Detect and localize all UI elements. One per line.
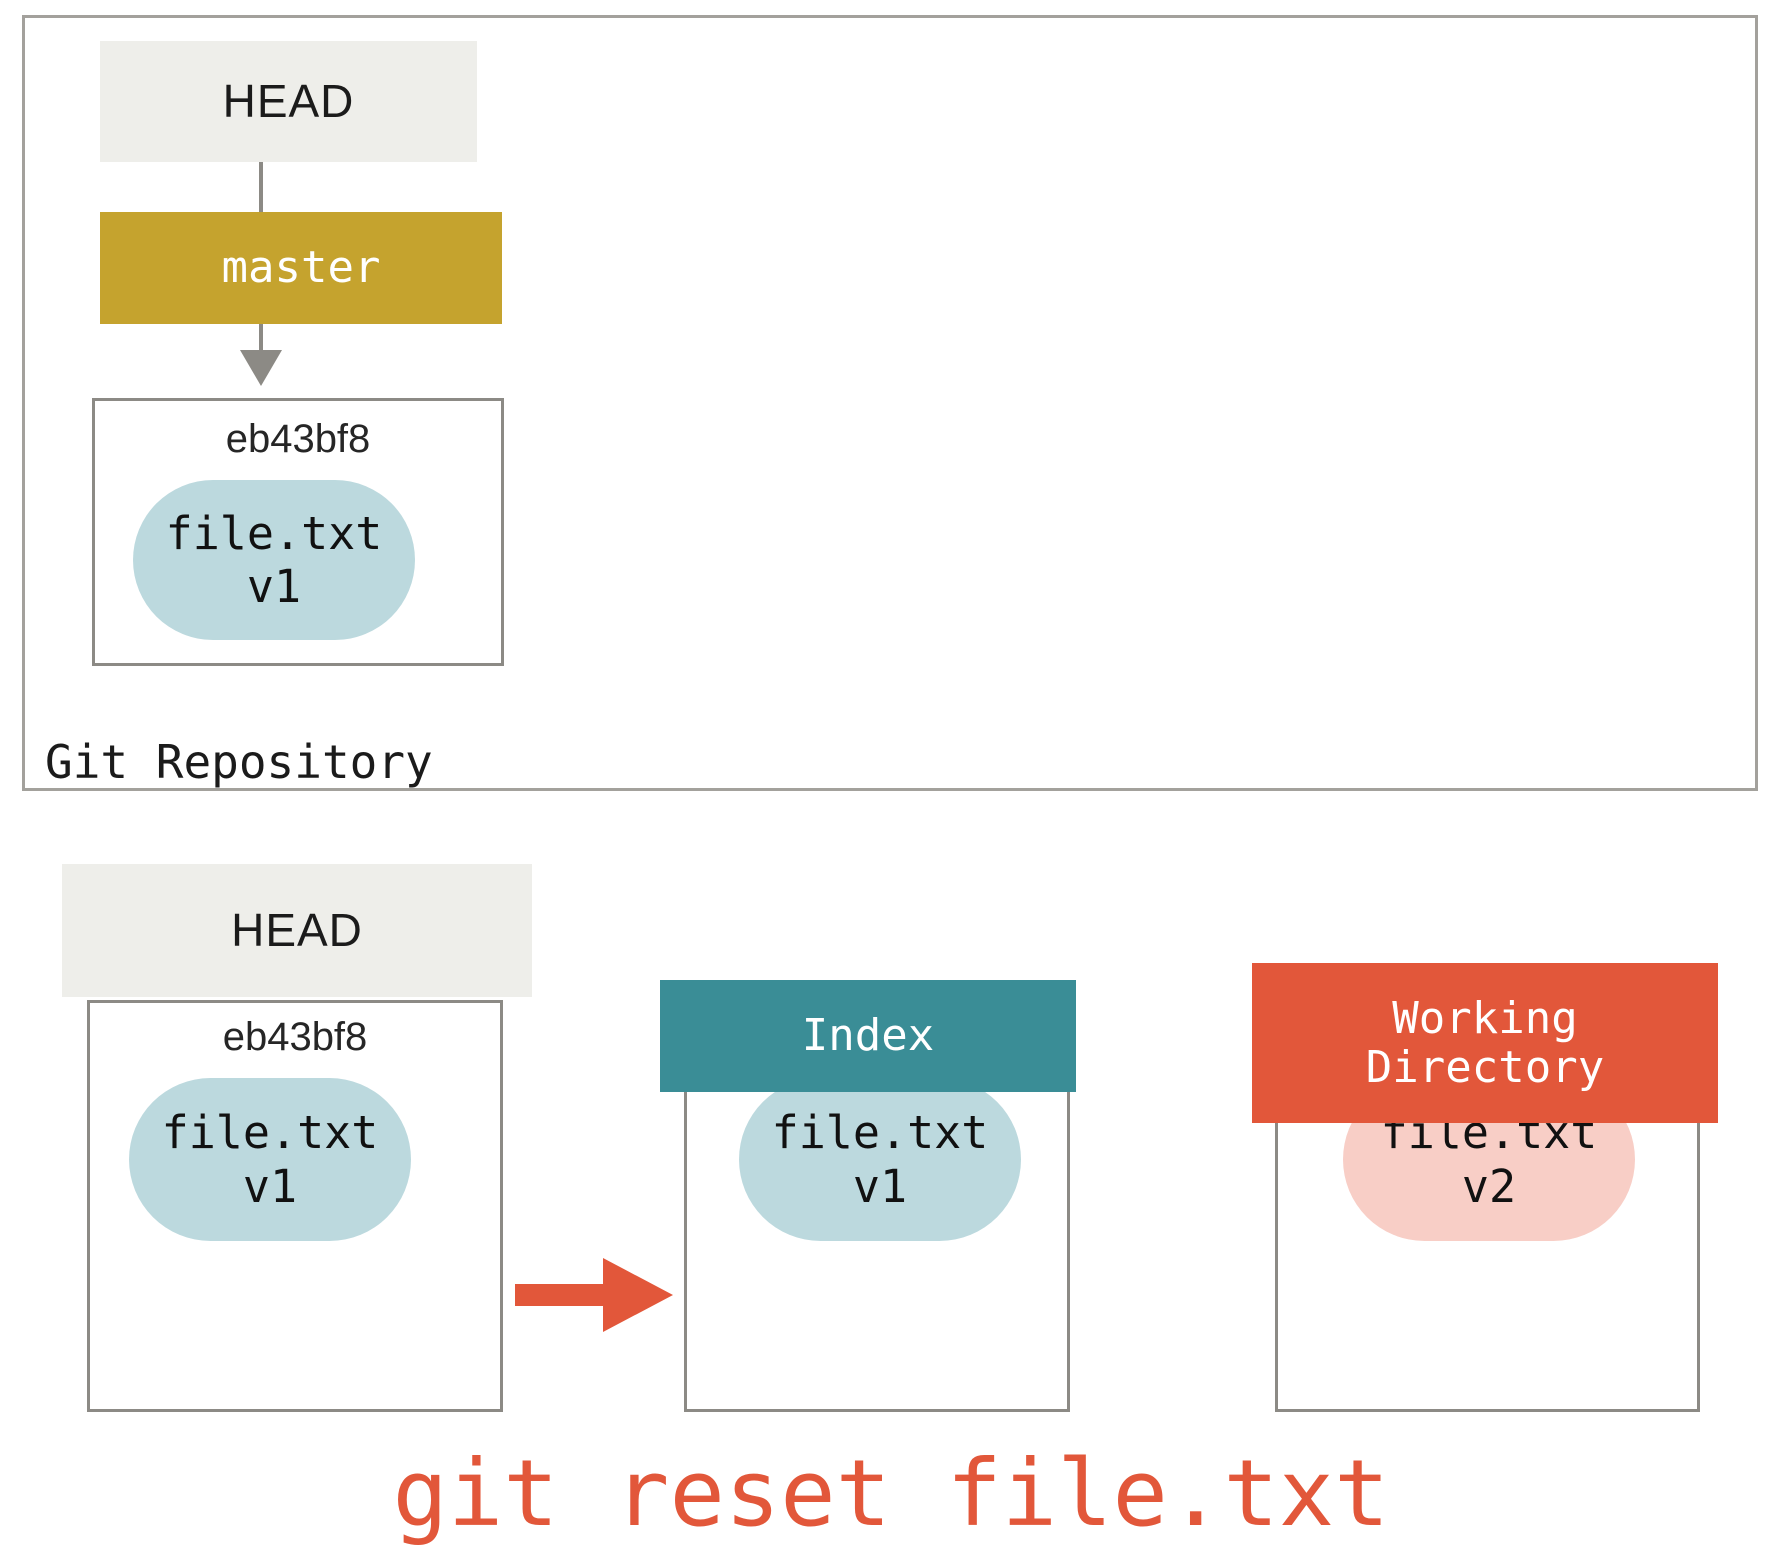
stage-workdir-file-version: v2 [1461, 1159, 1517, 1213]
stage-head-sha: eb43bf8 [222, 1015, 368, 1059]
stage-head-file-version: v1 [242, 1159, 298, 1213]
repo-head-box[interactable]: HEAD [100, 41, 477, 162]
stage-workdir-header-line-2: Directory [1365, 1042, 1605, 1093]
stage-head-header-label: HEAD [231, 903, 363, 956]
stage-index-header[interactable]: Index [660, 980, 1076, 1092]
stage-workdir-header[interactable]: Working Directory [1252, 963, 1718, 1123]
repo-master-label: master [221, 242, 381, 294]
repo-commit-file-name: file.txt [165, 506, 383, 560]
stage-head-blob: file.txt v1 [129, 1078, 411, 1241]
stage-panel-head: eb43bf8 file.txt v1 [87, 1000, 503, 1412]
reset-arrow-icon [515, 1258, 675, 1332]
stage-index-file-version: v1 [852, 1159, 908, 1213]
repo-master-box[interactable]: master [100, 212, 502, 324]
git-repository-caption: Git Repository [45, 735, 433, 789]
stage-index-file-name: file.txt [771, 1106, 989, 1160]
repo-commit-file-version: v1 [246, 560, 302, 613]
master-to-commit-connector [259, 324, 263, 350]
repo-commit-blob: file.txt v1 [133, 480, 415, 640]
stage-workdir-header-line-1: Working [1392, 992, 1578, 1044]
stage-head-file-name: file.txt [161, 1106, 379, 1160]
stage-index-header-label: Index [801, 1010, 935, 1062]
repo-commit-sha: eb43bf8 [225, 417, 371, 461]
stage-index-blob: file.txt v1 [739, 1078, 1021, 1241]
head-to-master-connector [259, 162, 263, 212]
repo-head-label: HEAD [222, 74, 355, 127]
command-caption: git reset file.txt [392, 1440, 1390, 1547]
repo-commit-box: eb43bf8 file.txt v1 [92, 398, 504, 666]
master-to-commit-arrowhead [240, 350, 282, 386]
stage-head-header[interactable]: HEAD [62, 864, 532, 997]
